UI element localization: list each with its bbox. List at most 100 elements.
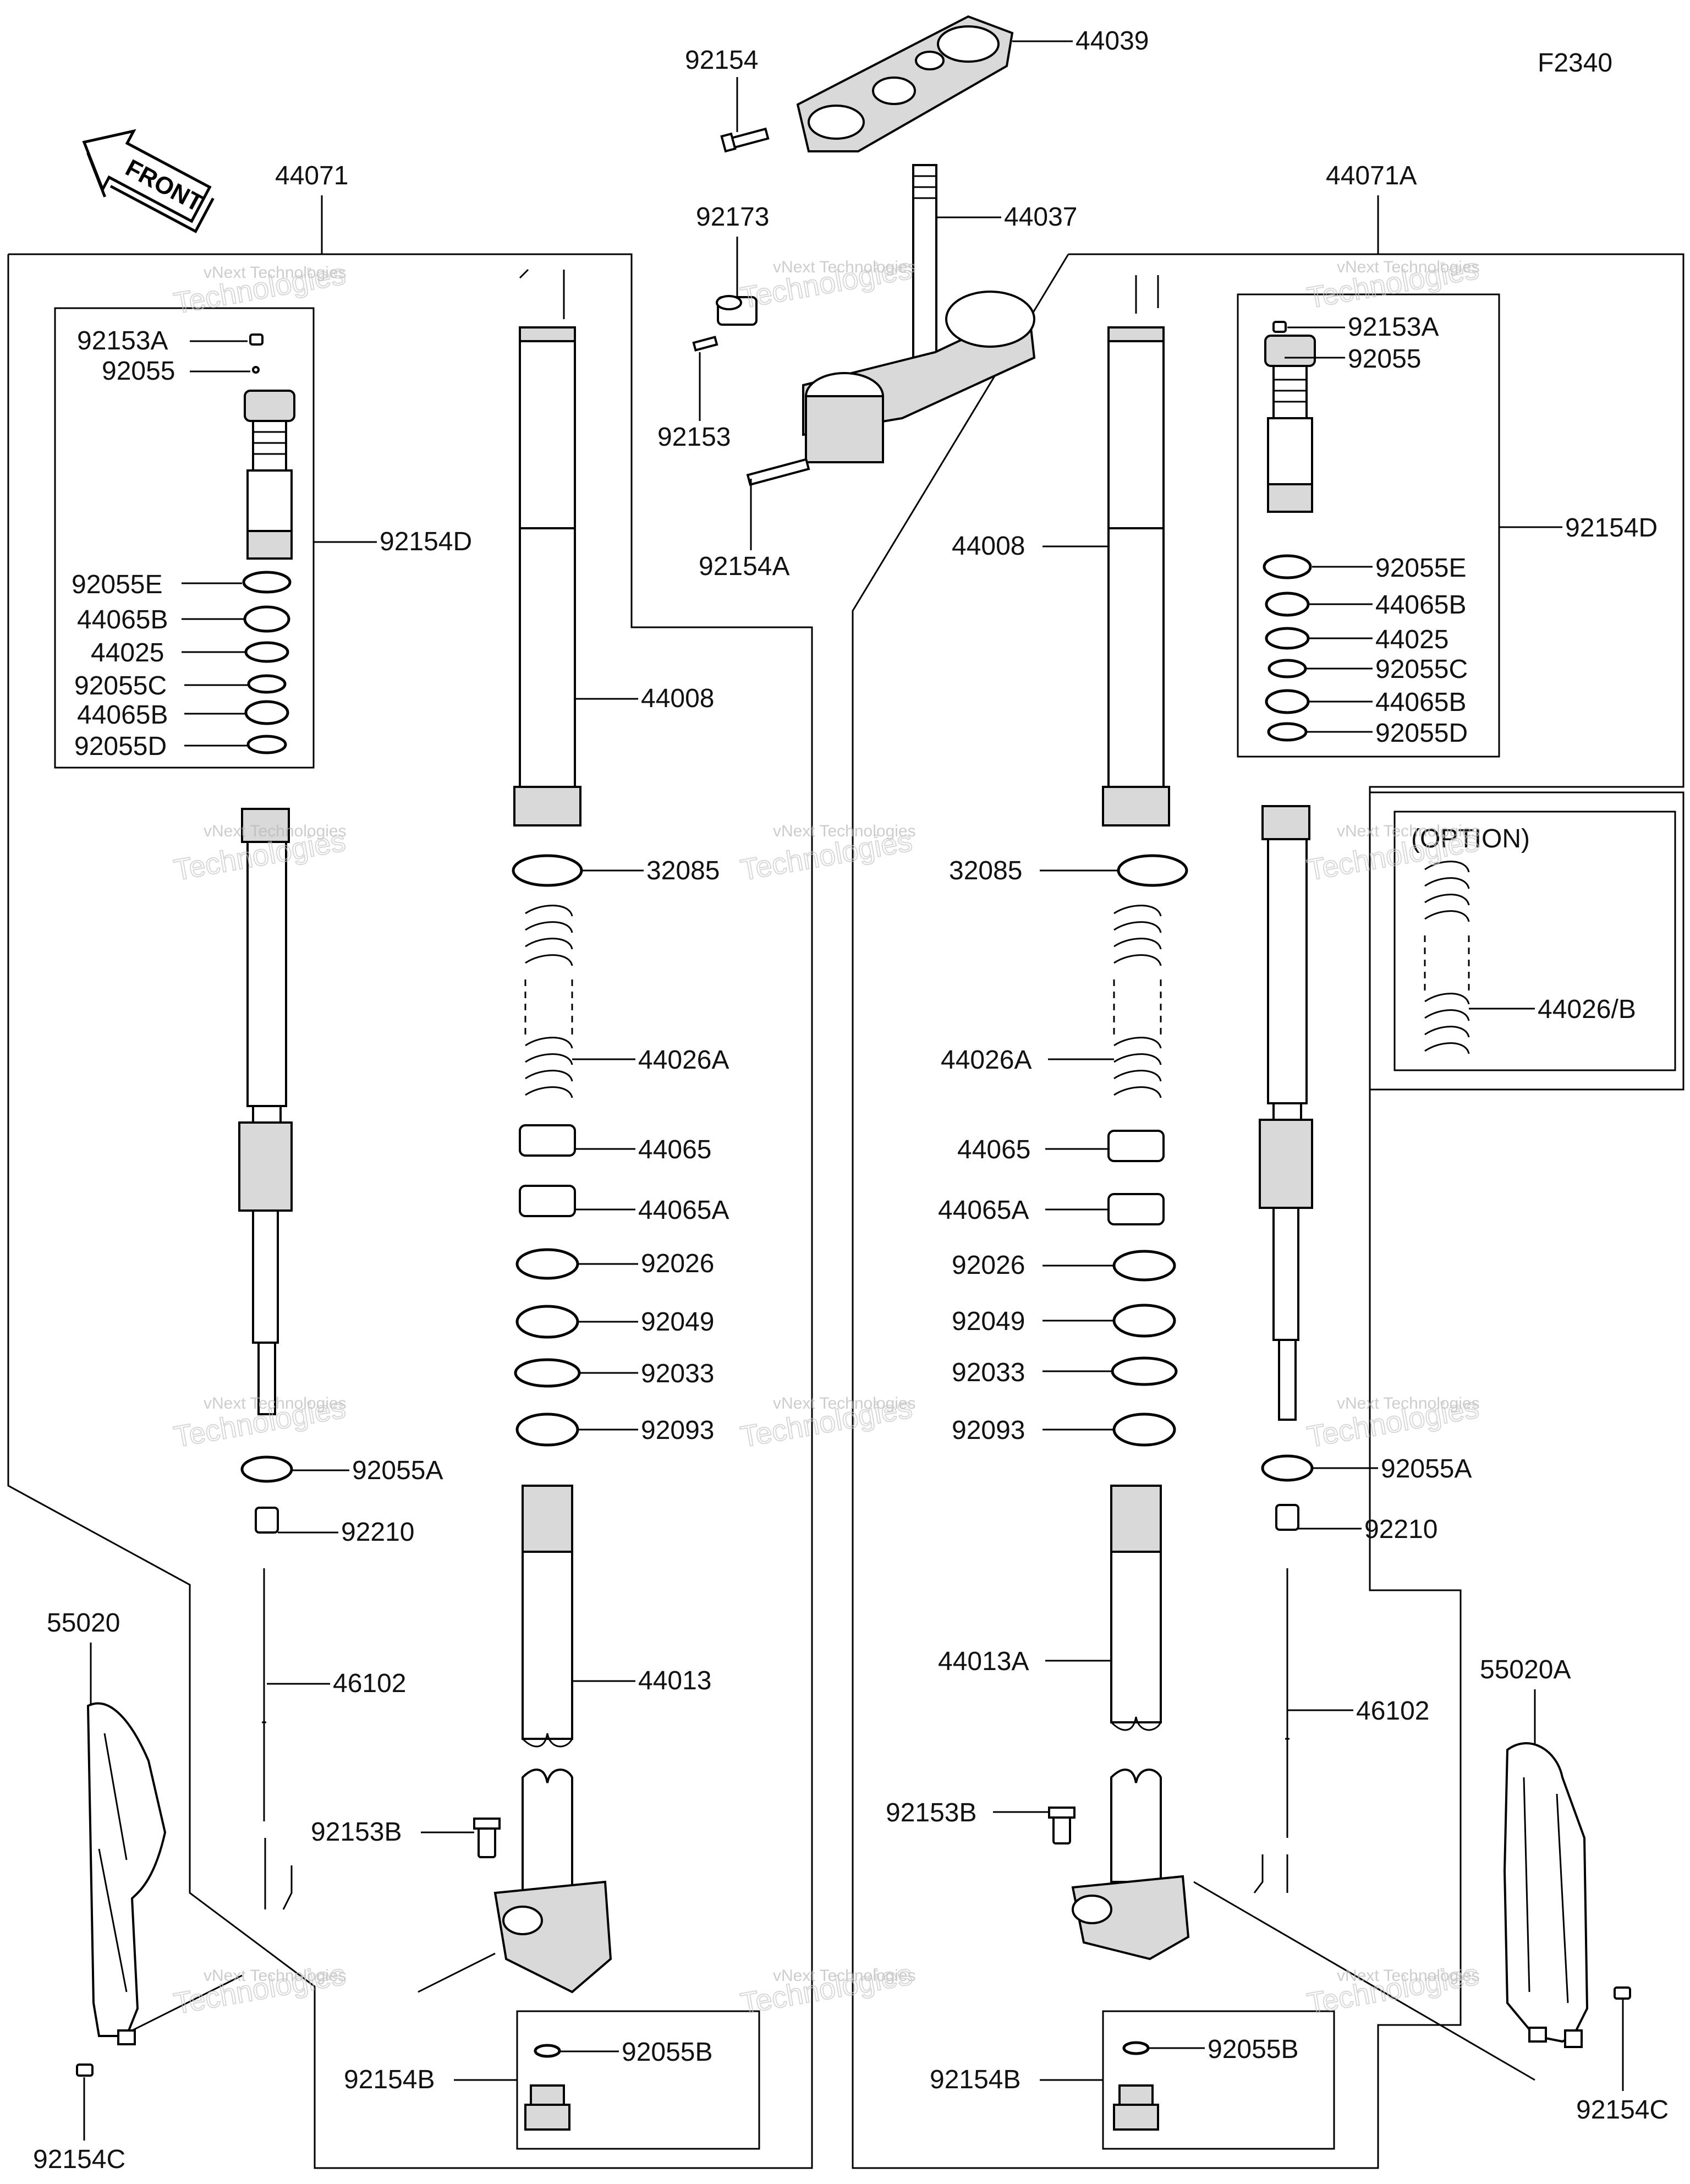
right-oil-lock-ring	[1117, 854, 1188, 887]
label-left-44013: 44013	[638, 1666, 711, 1695]
left-push-rod	[262, 1568, 266, 1821]
label-left-92055a: 92055A	[352, 1456, 443, 1485]
right-clip-92033	[1111, 1356, 1178, 1386]
left-bushing-44065a	[519, 1185, 576, 1217]
watermark-text: vNext Technologies	[1337, 258, 1480, 276]
lower-clamp-bolt	[746, 458, 810, 486]
left-fork-guard	[86, 1702, 167, 2045]
right-outer-tube-break	[1135, 275, 1159, 314]
watermark-text: vNext Technologies	[773, 822, 916, 840]
label-left-55020: 55020	[47, 1608, 120, 1638]
left-clip-92033	[514, 1358, 581, 1388]
right-fork-outline	[852, 253, 1684, 2169]
watermark-text: vNext Technologies	[1337, 1967, 1480, 1985]
label-left-92026: 92026	[641, 1249, 714, 1278]
label-left-92153b: 92153B	[311, 1818, 402, 1847]
watermark-text: vNext Technologies	[204, 822, 347, 840]
label-right-92055e: 92055E	[1375, 554, 1467, 583]
label-left-44065b-2: 44065B	[77, 700, 168, 730]
label-left-44065a: 44065A	[638, 1196, 729, 1225]
right-bushing-44065	[1107, 1130, 1165, 1162]
right-oring-92055b	[1122, 2041, 1150, 2055]
left-washer-92026	[515, 1248, 579, 1280]
right-outer-tube	[1102, 326, 1170, 826]
label-44037: 44037	[1004, 202, 1077, 232]
label-right-92055d: 92055D	[1375, 719, 1468, 748]
label-left-44065: 44065	[638, 1135, 711, 1164]
label-right-92153a: 92153A	[1348, 313, 1439, 342]
label-left-92033: 92033	[641, 1359, 714, 1388]
label-92154A: 92154A	[699, 552, 790, 581]
left-base-valve	[524, 2084, 570, 2131]
left-cartridge-head	[244, 390, 295, 560]
left-oil-lock-ring	[512, 854, 583, 887]
label-left-92093: 92093	[641, 1416, 714, 1445]
label-right-92154d: 92154D	[1565, 513, 1658, 543]
left-cap-92210	[255, 1507, 279, 1534]
watermark-text: vNext Technologies	[773, 1394, 916, 1413]
watermark-text: vNext Technologies	[1337, 1394, 1480, 1413]
left-axle-holder	[493, 1769, 612, 1994]
label-right-55020a: 55020A	[1480, 1655, 1571, 1684]
label-92153: 92153	[657, 423, 731, 452]
right-ring-92055c	[1268, 659, 1307, 678]
label-right-44065: 44065	[957, 1135, 1030, 1164]
label-right-92049: 92049	[952, 1307, 1025, 1336]
label-left-92055e: 92055E	[72, 570, 163, 599]
small-screw-92153	[692, 336, 718, 352]
right-labels: 92153A 92055 92154D 92055E 44065B 44025 …	[886, 313, 1669, 2125]
label-right-92055: 92055	[1348, 344, 1421, 374]
figure-code: F2340	[1538, 48, 1612, 78]
right-ring-44065b-1	[1265, 592, 1310, 617]
right-ring-92055e	[1263, 554, 1312, 579]
right-axle-holder	[1071, 1769, 1190, 1961]
label-right-92154b: 92154B	[930, 2065, 1021, 2094]
left-small-oring	[252, 366, 260, 374]
right-cartridge-tube	[1259, 805, 1313, 1421]
label-left-46102: 46102	[333, 1669, 406, 1698]
right-cartridge-head	[1264, 335, 1316, 513]
label-right-option: (OPTION)	[1411, 824, 1530, 853]
left-outer-tube-break	[519, 269, 565, 319]
left-cartridge-box	[54, 307, 315, 769]
left-ring-44065b-2	[244, 700, 289, 725]
label-left-92153a: 92153A	[77, 326, 168, 355]
label-left-92154b: 92154B	[344, 2065, 435, 2094]
label-right-44026b: 44026/B	[1538, 995, 1636, 1024]
label-right-46102: 46102	[1356, 1696, 1429, 1726]
right-inner-tube	[1110, 1485, 1162, 1731]
label-left-44065b-1: 44065B	[77, 605, 168, 634]
upper-triple-clamp	[796, 15, 1014, 152]
left-labels: 92153A 92055 92154D 92055E 44065B 44025 …	[33, 326, 729, 2174]
right-cap-92210	[1275, 1504, 1299, 1531]
watermark-text: vNext Technologies	[773, 258, 916, 276]
label-left-92055d: 92055D	[74, 732, 167, 761]
label-right-44065b-1: 44065B	[1375, 590, 1467, 620]
label-left-92055b: 92055B	[622, 2038, 713, 2067]
label-44039: 44039	[1076, 26, 1149, 56]
label-left-92154c: 92154C	[33, 2145, 125, 2174]
left-oring-92055a	[240, 1455, 293, 1483]
upper-clamp-bolt	[720, 127, 770, 153]
left-guard-bolt	[76, 2063, 94, 2077]
left-bushing-44065	[519, 1124, 576, 1157]
left-spring	[524, 905, 573, 1098]
left-rod-break	[264, 1838, 293, 1910]
label-right-44065b-2: 44065B	[1375, 688, 1467, 717]
right-spring	[1113, 905, 1162, 1098]
label-left-44025: 44025	[91, 638, 164, 667]
label-left-92210: 92210	[341, 1518, 414, 1547]
watermark-text: vNext Technologies	[773, 1967, 916, 1985]
right-washer-92026	[1112, 1250, 1176, 1282]
right-fork-guard	[1503, 1742, 1589, 2048]
option-box-outer	[1369, 791, 1684, 1091]
left-ring-44065b-1	[243, 605, 290, 633]
right-base-valve	[1113, 2084, 1159, 2131]
left-seal-92049	[515, 1305, 579, 1339]
label-right-32085: 32085	[949, 856, 1022, 885]
left-axle-bolt	[473, 1818, 501, 1858]
label-right-44026a: 44026A	[941, 1046, 1032, 1075]
left-cartridge-tube	[238, 808, 293, 1415]
label-right-92055a: 92055A	[1381, 1454, 1472, 1484]
left-ring-92055d	[246, 735, 287, 754]
